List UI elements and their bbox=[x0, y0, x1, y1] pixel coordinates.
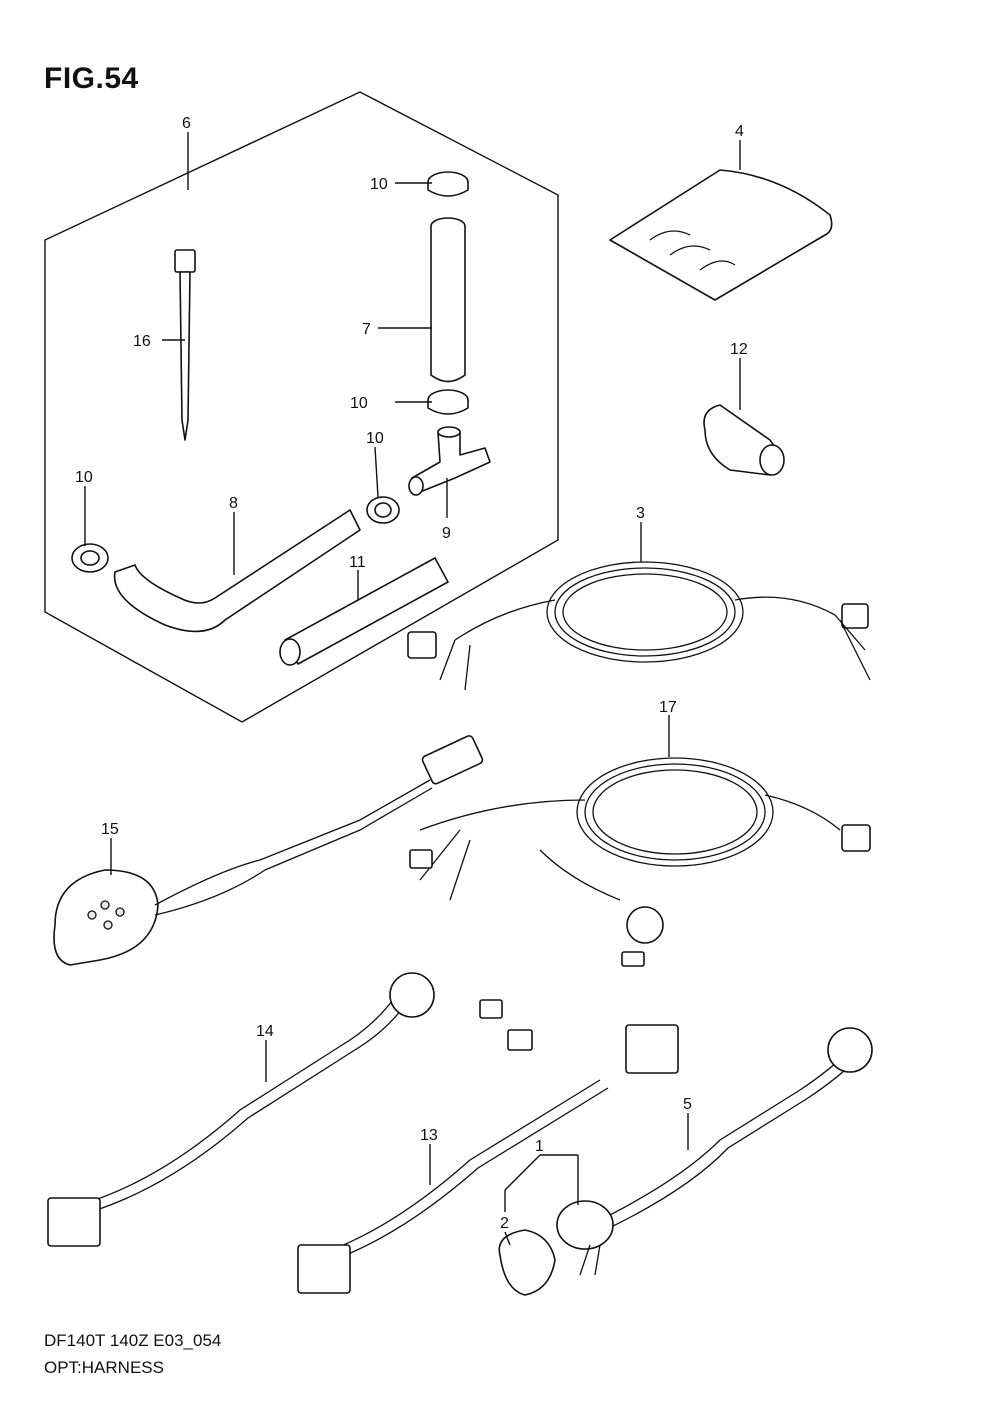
harness-5-socket bbox=[498, 1027, 873, 1296]
callout-1: 1 bbox=[535, 1138, 544, 1155]
callout-15: 14 bbox=[256, 1023, 274, 1040]
callout-3: 3 bbox=[636, 505, 645, 522]
callout-4: 4 bbox=[735, 123, 744, 140]
callout-6: 6 bbox=[182, 115, 191, 132]
callout-9: 9 bbox=[442, 525, 451, 542]
hose-clamp-left bbox=[71, 543, 109, 573]
harness-15 bbox=[47, 972, 533, 1247]
callout-7: 7 bbox=[362, 321, 371, 338]
callout-10a: 10 bbox=[370, 176, 388, 193]
parts-bag bbox=[609, 169, 833, 301]
figure-name: OPT:HARNESS bbox=[44, 1358, 164, 1377]
callout-11: 11 bbox=[349, 554, 366, 571]
callout-13: 12 bbox=[730, 341, 748, 358]
straight-hose-part bbox=[430, 217, 466, 383]
callout-10c: 10 bbox=[366, 430, 384, 447]
harness-3 bbox=[407, 561, 871, 691]
callout-10b: 10 bbox=[350, 395, 368, 412]
buzzer-16 bbox=[53, 735, 484, 966]
kit-outline bbox=[44, 91, 559, 723]
elbow-hose-part bbox=[113, 509, 361, 633]
figure-title: FIG.54 bbox=[44, 62, 139, 95]
hose-clamp-top bbox=[427, 171, 469, 197]
callout-2: 2 bbox=[500, 1215, 509, 1232]
cable-tie-part bbox=[174, 249, 196, 441]
callout-14: 13 bbox=[420, 1127, 438, 1144]
hose-clamp-small bbox=[366, 496, 400, 524]
figure-code: DF140T 140Z E03_054 bbox=[44, 1331, 222, 1350]
grommet-plug bbox=[703, 404, 785, 476]
t-joint-part bbox=[408, 426, 491, 496]
harness-17 bbox=[409, 757, 871, 967]
tube-part bbox=[279, 557, 449, 666]
callout-17: 17 bbox=[659, 699, 677, 716]
harness-14 bbox=[297, 1024, 679, 1294]
callout-16: 15 bbox=[101, 821, 119, 838]
leader-lines bbox=[84, 132, 741, 1246]
callout-12: 16 bbox=[133, 333, 151, 350]
callout-10d: 10 bbox=[75, 469, 93, 486]
hose-clamp-mid bbox=[427, 389, 469, 415]
callout-5: 5 bbox=[683, 1096, 692, 1113]
callout-8: 8 bbox=[229, 495, 238, 512]
